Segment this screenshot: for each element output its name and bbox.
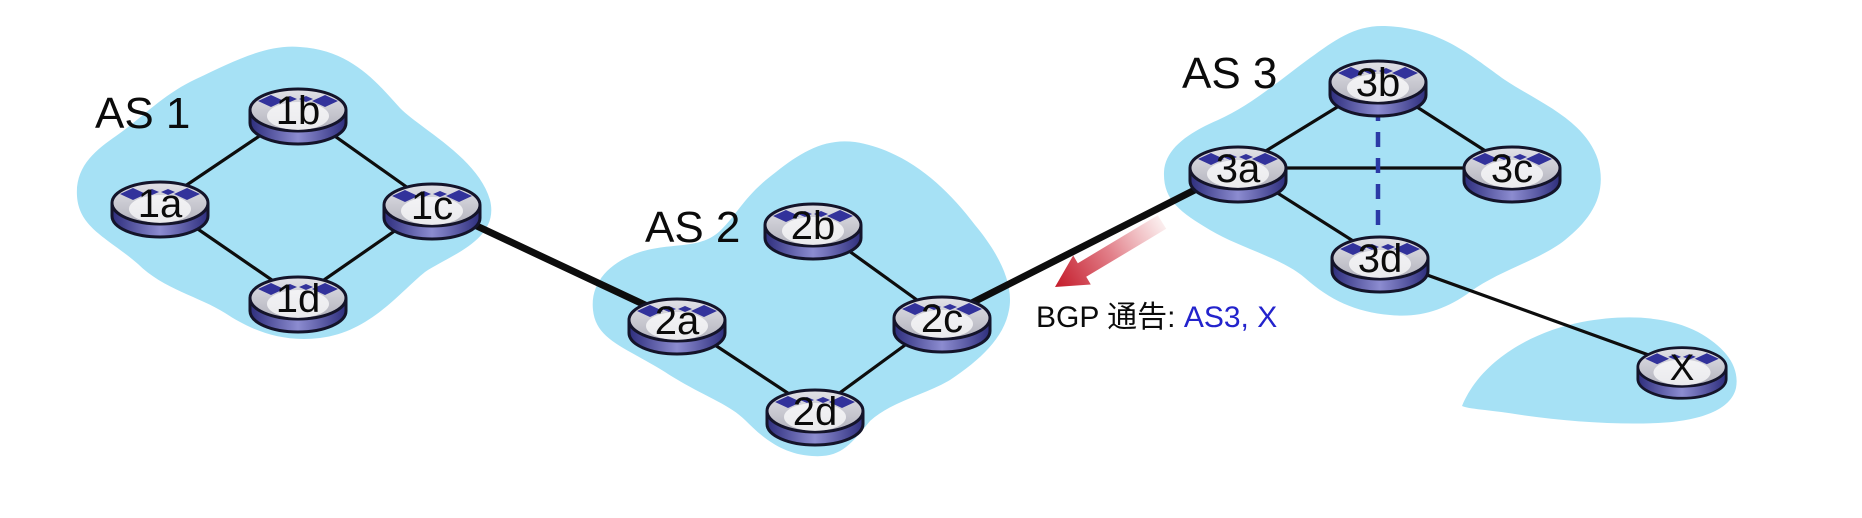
router-label: 1b xyxy=(276,89,321,133)
router-label: 1a xyxy=(138,182,183,226)
router-2b: 2b xyxy=(763,202,863,261)
router-label: 3d xyxy=(1358,237,1403,281)
as1-label: AS 1 xyxy=(95,89,190,138)
router-label: 1c xyxy=(411,184,453,228)
router-label: 1d xyxy=(276,277,321,321)
as3-label: AS 3 xyxy=(1182,49,1277,98)
router-3b: 3b xyxy=(1328,59,1428,118)
link-2c-3a-interas xyxy=(938,164,1242,322)
router-label: 2a xyxy=(655,299,700,343)
router-2a: 2a xyxy=(627,297,727,356)
router-2c: 2c xyxy=(892,295,992,354)
as1-region-blob xyxy=(76,46,492,339)
as2-region-blob xyxy=(592,141,1011,457)
router-label: 2c xyxy=(921,297,963,341)
router-1b: 1b xyxy=(248,87,348,146)
router-label: 2d xyxy=(793,390,838,434)
router-label: 3a xyxy=(1216,147,1261,191)
as2-label: AS 2 xyxy=(645,203,740,252)
router-label: 2b xyxy=(791,204,836,248)
router-1a: 1a xyxy=(110,180,210,239)
bgp-advertisement-arrow xyxy=(1055,215,1167,287)
router-3c: 3c xyxy=(1462,145,1562,204)
router-1d: 1d xyxy=(248,275,348,334)
router-label: 3c xyxy=(1491,147,1533,191)
router-label: 3b xyxy=(1356,61,1401,105)
bgp-announcement-prefix: BGP 通告: xyxy=(1036,301,1184,334)
router-3a: 3a xyxy=(1188,145,1288,204)
router-1c: 1c xyxy=(382,182,482,241)
router-3d: 3d xyxy=(1330,235,1430,294)
router-2d: 2d xyxy=(765,388,865,447)
bgp-announcement-path: AS3, X xyxy=(1184,301,1277,334)
as3-region-blob xyxy=(1163,25,1601,316)
router-label: X xyxy=(1670,347,1695,388)
bgp-announcement-text: BGP 通告: AS3, X xyxy=(1036,301,1277,334)
link-3d-x xyxy=(1378,256,1684,369)
router-x: X xyxy=(1636,346,1728,400)
